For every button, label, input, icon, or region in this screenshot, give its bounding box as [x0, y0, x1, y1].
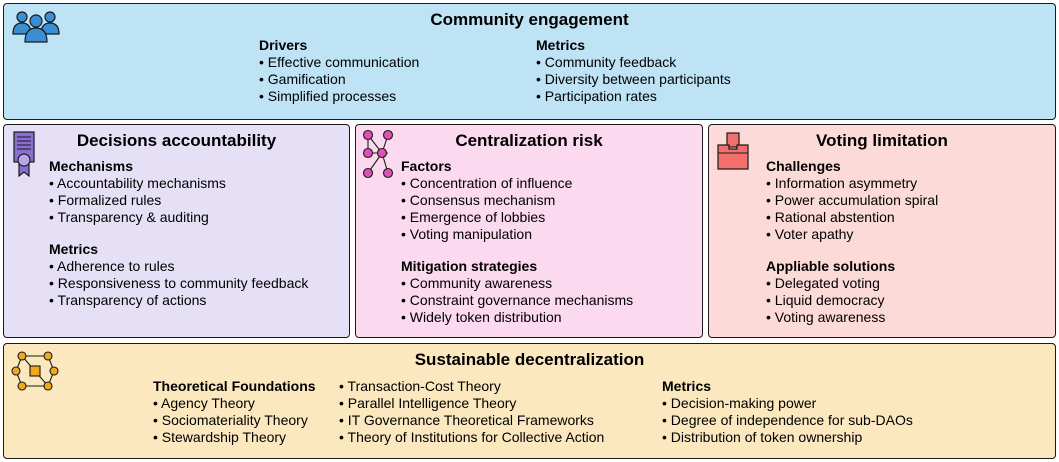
- voting-title: Voting limitation: [816, 131, 948, 150]
- theories-list: Transaction-Cost Theory Parallel Intelli…: [339, 378, 605, 446]
- mitigation-heading: Mitigation strategies: [401, 258, 538, 274]
- decisions-accountability-panel: Decisions accountability Mechanisms Acco…: [3, 124, 350, 338]
- list-item: Constraint governance mechanisms: [401, 292, 633, 309]
- list-item: Concentration of influence: [401, 175, 573, 192]
- people-group-icon: [12, 11, 60, 43]
- mechanisms-heading: Mechanisms: [49, 158, 134, 174]
- foundations-section: Theoretical Foundations Agency Theory So…: [153, 378, 316, 446]
- list-item: Stewardship Theory: [153, 429, 316, 446]
- list-item: Parallel Intelligence Theory: [339, 395, 604, 412]
- list-item: Participation rates: [536, 88, 731, 105]
- decentralized-network-icon: [11, 351, 59, 391]
- community-engagement-panel: Community engagement Drivers Effective c…: [3, 3, 1056, 120]
- voting-limitation-panel: Voting limitation Challenges Information…: [708, 124, 1056, 338]
- sustainable-metrics-section: Metrics Decision-making power Degree of …: [662, 378, 913, 446]
- sustainable-decentralization-panel: Sustainable decentralization Theoretical…: [3, 343, 1056, 459]
- challenges-section: Challenges Information asymmetry Power a…: [766, 158, 938, 243]
- foundations-heading: Theoretical Foundations: [153, 378, 316, 394]
- mechanisms-list: Accountability mechanisms Formalized rul…: [49, 175, 226, 226]
- list-item: Diversity between participants: [536, 71, 731, 88]
- list-item: Power accumulation spiral: [766, 192, 938, 209]
- foundations-list: Agency Theory Sociomateriality Theory St…: [153, 395, 316, 446]
- mechanisms-section: Mechanisms Accountability mechanisms For…: [49, 158, 226, 226]
- mitigation-list: Community awareness Constraint governanc…: [401, 275, 633, 326]
- list-item: Voting awareness: [766, 309, 895, 326]
- network-icon: [362, 129, 394, 179]
- list-item: Voter apathy: [766, 226, 938, 243]
- centralization-risk-panel: Centralization risk Factors Concentratio…: [355, 124, 703, 338]
- theories-section: Transaction-Cost Theory Parallel Intelli…: [339, 378, 605, 446]
- list-item: Agency Theory: [153, 395, 316, 412]
- list-item: Distribution of token ownership: [662, 429, 913, 446]
- list-item: Transaction-Cost Theory: [339, 378, 604, 395]
- list-item: Voting manipulation: [401, 226, 572, 243]
- list-item: Adherence to rules: [49, 258, 308, 275]
- list-item: Decision-making power: [662, 395, 913, 412]
- list-item: Transparency & auditing: [49, 209, 226, 226]
- decisions-metrics-heading: Metrics: [49, 241, 99, 257]
- drivers-heading: Drivers: [259, 37, 308, 53]
- list-item: Sociomateriality Theory: [153, 412, 316, 429]
- community-metrics-heading: Metrics: [536, 37, 586, 53]
- decisions-metrics-list: Adherence to rules Responsiveness to com…: [49, 258, 308, 309]
- solutions-section: Appliable solutions Delegated voting Liq…: [766, 258, 895, 326]
- factors-list: Concentration of influence Consensus mec…: [401, 175, 573, 243]
- ballot-box-icon: [717, 132, 749, 170]
- factors-section: Factors Concentration of influence Conse…: [401, 158, 572, 243]
- list-item: Gamification: [259, 71, 419, 88]
- list-item: IT Governance Theoretical Frameworks: [339, 412, 604, 429]
- drivers-list: Effective communication Gamification Sim…: [259, 54, 419, 105]
- community-metrics-section: Metrics Community feedback Diversity bet…: [536, 37, 731, 105]
- sustainable-metrics-heading: Metrics: [662, 378, 712, 394]
- list-item: Community feedback: [536, 54, 731, 71]
- challenges-heading: Challenges: [766, 158, 841, 174]
- list-item: Emergence of lobbies: [401, 209, 572, 226]
- certificate-icon: [13, 131, 35, 178]
- list-item: Theory of Institutions for Collective Ac…: [339, 429, 605, 446]
- list-item: Information asymmetry: [766, 175, 938, 192]
- solutions-list: Delegated voting Liquid democracy Voting…: [766, 275, 895, 326]
- centralization-title: Centralization risk: [455, 131, 603, 150]
- list-item: Rational abstention: [766, 209, 938, 226]
- community-metrics-list: Community feedback Diversity between par…: [536, 54, 731, 105]
- list-item: Community awareness: [401, 275, 633, 292]
- community-title: Community engagement: [430, 10, 629, 29]
- mitigation-section: Mitigation strategies Community awarenes…: [401, 258, 633, 326]
- list-item: Formalized rules: [49, 192, 226, 209]
- list-item: Widely token distribution: [401, 309, 633, 326]
- solutions-heading: Appliable solutions: [766, 258, 896, 274]
- decisions-title: Decisions accountability: [76, 131, 277, 150]
- list-item: Liquid democracy: [766, 292, 895, 309]
- list-item: Degree of independence for sub-DAOs: [662, 412, 913, 429]
- list-item: Responsiveness to community feedback: [49, 275, 309, 292]
- list-item: Accountability mechanisms: [49, 175, 226, 192]
- decisions-metrics-section: Metrics Adherence to rules Responsivenes…: [49, 241, 308, 309]
- list-item: Effective communication: [259, 54, 419, 71]
- list-item: Simplified processes: [259, 88, 419, 105]
- list-item: Consensus mechanism: [401, 192, 572, 209]
- drivers-section: Drivers Effective communication Gamifica…: [259, 37, 419, 105]
- sustainable-metrics-list: Decision-making power Degree of independ…: [662, 395, 913, 446]
- list-item: Delegated voting: [766, 275, 895, 292]
- challenges-list: Information asymmetry Power accumulation…: [766, 175, 938, 243]
- factors-heading: Factors: [401, 158, 452, 174]
- list-item: Transparency of actions: [49, 292, 308, 309]
- sustainable-title: Sustainable decentralization: [414, 350, 645, 369]
